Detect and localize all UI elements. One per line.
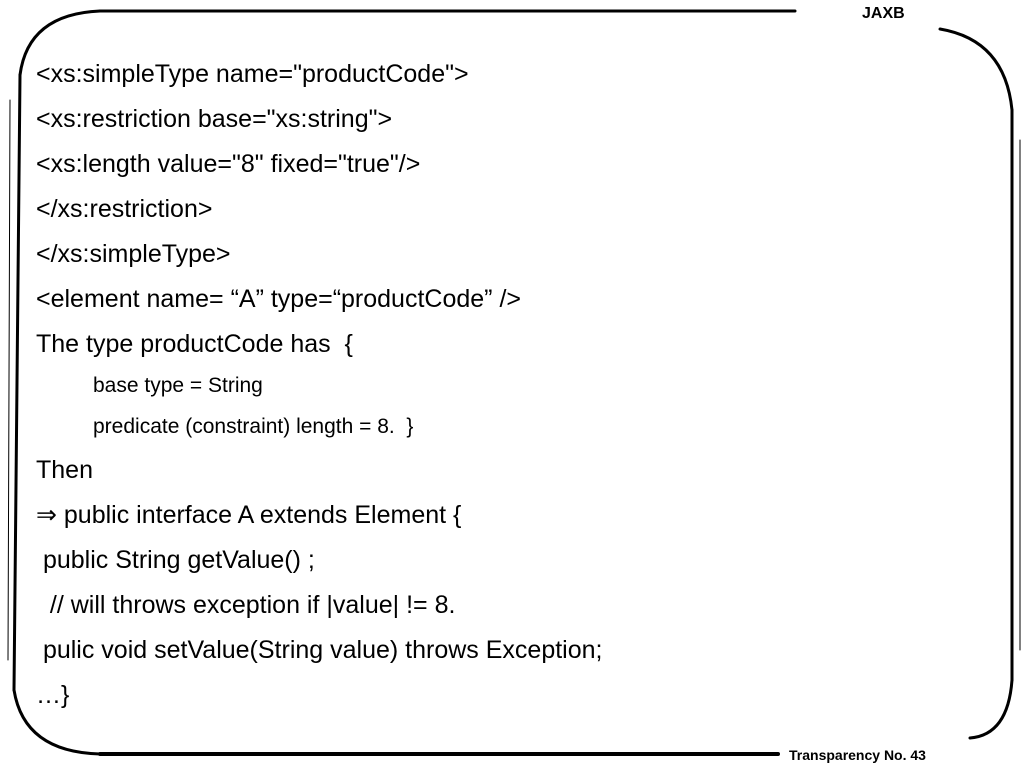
code-line-setvalue: pulic void setValue(String value) throws… [36,636,603,664]
text-line-base-type: base type = String [93,374,263,397]
code-line-close: …} [36,681,70,709]
code-line-interface: ⇒ public interface A extends Element { [36,501,462,529]
code-line-restriction-open: <xs:restriction base="xs:string"> [36,105,393,133]
slide-header-title: JAXB [862,5,905,22]
code-line-simpletype-close: </xs:simpleType> [36,240,231,268]
code-line-comment: // will throws exception if |value| != 8… [36,591,456,619]
code-line-getvalue: public String getValue() ; [36,546,315,574]
code-line-restriction-close: </xs:restriction> [36,195,213,223]
code-line-simpletype-open: <xs:simpleType name="productCode"> [36,60,469,88]
transparency-number: Transparency No. 43 [789,747,926,763]
text-line-type-has: The type productCode has { [36,330,353,358]
code-line-length: <xs:length value="8" fixed="true"/> [36,150,421,178]
code-line-element: <element name= “A” type=“productCode” /> [36,285,521,313]
text-line-then: Then [36,456,93,484]
text-line-predicate: predicate (constraint) length = 8. } [93,415,414,438]
